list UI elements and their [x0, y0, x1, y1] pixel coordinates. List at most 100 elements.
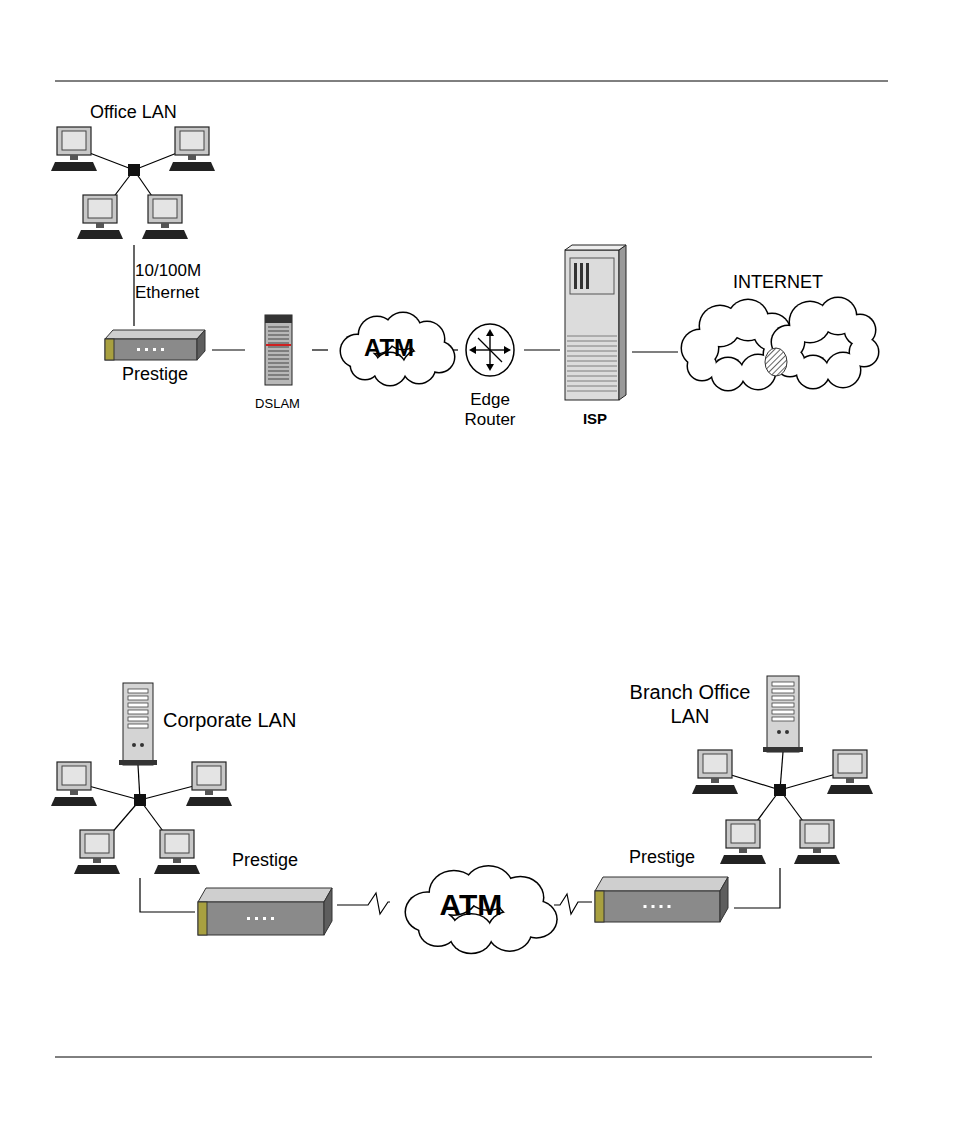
- node-label: DSLAM: [245, 396, 310, 412]
- pc-monitor: [698, 750, 732, 778]
- pc-icon: [77, 195, 123, 239]
- router-top: [595, 877, 728, 891]
- pc-icon: [827, 750, 873, 794]
- power-led: [132, 743, 136, 747]
- status-led: [271, 917, 274, 920]
- network-illustration: [51, 127, 873, 935]
- router-endcap: [105, 339, 114, 360]
- pc-screen: [703, 754, 727, 773]
- power-led: [785, 730, 789, 734]
- rack-vent: [567, 351, 617, 352]
- pc-stand: [70, 155, 78, 160]
- pc-monitor: [57, 127, 91, 155]
- status-led: [153, 348, 156, 351]
- rack-vent: [567, 391, 617, 392]
- pc-screen: [153, 199, 177, 218]
- node-label: ISP: [560, 410, 630, 428]
- dslam-red-line: [266, 344, 291, 346]
- node-label: Branch Office LAN: [620, 680, 760, 728]
- link-label: 10/100M Ethernet: [135, 260, 215, 304]
- drive-bay: [772, 717, 794, 721]
- pc-icon: [51, 127, 97, 171]
- node-label: ATM: [390, 887, 552, 923]
- status-led: [161, 348, 164, 351]
- power-led: [140, 743, 144, 747]
- drive-bay: [128, 689, 148, 693]
- prestige-router: [198, 888, 332, 935]
- pc-stand: [205, 790, 213, 795]
- dslam-slot: [268, 351, 289, 352]
- prestige-router: [105, 330, 205, 360]
- footer-rule: [55, 1057, 872, 1058]
- pc-keyboard: [154, 865, 200, 874]
- internet-cloud: INTERNET: [678, 270, 880, 392]
- dslam-slot: [268, 331, 289, 332]
- pc-monitor: [175, 127, 209, 155]
- router-arrowhead: [469, 346, 476, 354]
- router-top: [105, 330, 205, 339]
- pc-stand: [173, 858, 181, 863]
- network-link: [632, 351, 678, 352]
- router-arrowhead: [486, 364, 494, 371]
- network-link: [133, 245, 134, 326]
- pc-icon: [154, 830, 200, 874]
- pc-keyboard: [51, 797, 97, 806]
- node-label: ATM: [328, 334, 450, 363]
- rack-body: [565, 250, 619, 400]
- drive-bay: [772, 682, 794, 686]
- pc-icon: [169, 127, 215, 171]
- dslam-slot: [268, 355, 289, 356]
- status-led: [660, 905, 663, 908]
- pc-screen: [197, 766, 221, 785]
- pc-icon: [142, 195, 188, 239]
- node-label: Corporate LAN: [163, 708, 305, 732]
- pc-monitor: [192, 762, 226, 790]
- status-led: [255, 917, 258, 920]
- pc-screen: [180, 131, 204, 150]
- rack-vent: [567, 361, 617, 362]
- pc-keyboard: [169, 162, 215, 171]
- status-led: [137, 348, 140, 351]
- header-rule: [55, 81, 888, 82]
- rack-vent: [567, 366, 617, 367]
- isp-node: ISP: [560, 243, 632, 433]
- pc-keyboard: [692, 785, 738, 794]
- router-node: Prestige: [592, 843, 734, 925]
- hub: [128, 164, 140, 176]
- router-top: [198, 888, 332, 902]
- router-front: [105, 339, 197, 360]
- dslam-node: DSLAM: [245, 312, 312, 418]
- node-label: Edge Router: [458, 390, 522, 431]
- dslam-head: [265, 315, 292, 323]
- power-led: [777, 730, 781, 734]
- cloud-fill: [712, 358, 744, 390]
- pc-keyboard: [720, 855, 766, 864]
- drive-bay: [128, 710, 148, 714]
- dslam-slot: [268, 343, 289, 344]
- server-tower: [119, 683, 157, 765]
- drive-bay: [128, 696, 148, 700]
- prestige-router: [595, 877, 728, 922]
- drive-bay: [772, 703, 794, 707]
- node-label: INTERNET: [678, 272, 878, 294]
- dslam: [265, 315, 292, 385]
- edge-router: Edge Router: [458, 324, 524, 438]
- pc-monitor: [800, 820, 834, 848]
- pc-stand: [93, 858, 101, 863]
- router-endcap: [198, 902, 207, 935]
- router-side: [720, 877, 728, 922]
- isp-server: [565, 245, 626, 400]
- pc-keyboard: [794, 855, 840, 864]
- dslam-slot: [268, 335, 289, 336]
- rack-bar: [586, 263, 589, 289]
- pc-monitor: [80, 830, 114, 858]
- pc-icon: [51, 762, 97, 806]
- pc-monitor: [57, 762, 91, 790]
- pc-screen: [805, 824, 829, 843]
- network-link: [140, 878, 195, 912]
- pc-screen: [62, 131, 86, 150]
- network-link: [554, 894, 592, 914]
